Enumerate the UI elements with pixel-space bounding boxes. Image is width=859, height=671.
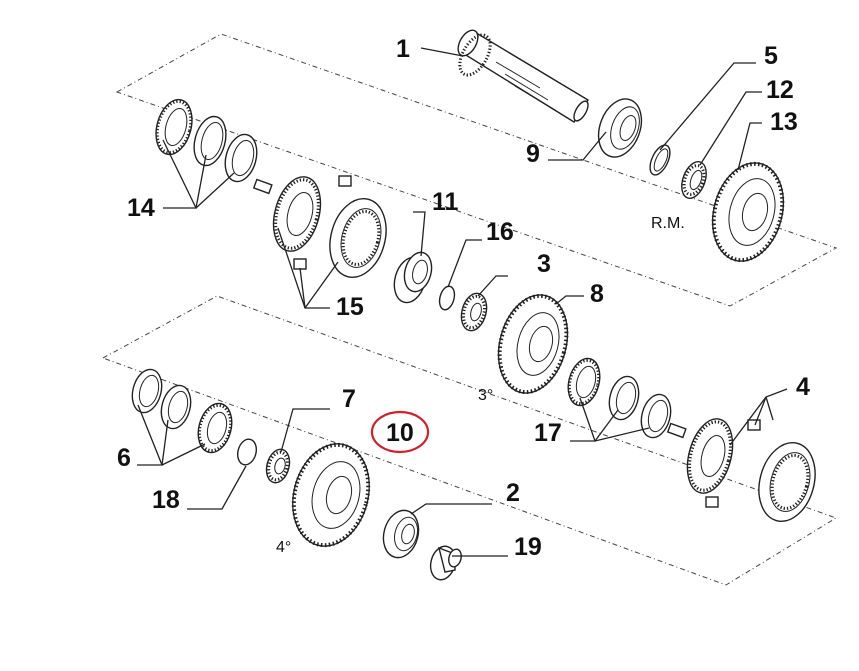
callout-3: 3 — [537, 250, 551, 278]
part-7-needle-bearing — [265, 448, 291, 484]
part-2-bearing — [382, 509, 420, 559]
part-16-circlip — [438, 285, 456, 311]
callout-12: 12 — [766, 76, 794, 104]
callout-10: 10 — [386, 419, 414, 447]
part-6-synchro-rings — [131, 368, 233, 454]
callout-11: 11 — [432, 188, 459, 216]
part-3-needle-bearing — [460, 292, 488, 332]
part-13-reverse-gear — [711, 161, 785, 263]
callout-15: 15 — [336, 293, 364, 321]
part-12-needle-bearing — [681, 161, 707, 199]
callout-7: 7 — [342, 385, 356, 413]
part-18-circlip — [236, 438, 258, 466]
callout-5: 5 — [764, 42, 778, 70]
highlight-circle — [370, 410, 430, 454]
label-reverse-gear: R.M. — [651, 215, 685, 232]
callout-13: 13 — [770, 108, 798, 136]
callout-17: 17 — [534, 419, 562, 447]
upper-assembly-outline — [115, 33, 838, 307]
lower-assembly-outline — [101, 295, 838, 586]
leader-lines — [137, 47, 788, 557]
part-14-synchro-rings — [155, 98, 258, 183]
callout-6: 6 — [117, 444, 131, 472]
callout-18: 18 — [152, 486, 180, 514]
part-10-fourth-gear — [291, 442, 371, 548]
part-4-synchro-hub — [666, 418, 816, 522]
part-1-shaft — [457, 29, 589, 123]
label-fourth-gear: 4° — [276, 539, 291, 556]
callout-4: 4 — [796, 373, 810, 401]
part-11-bush — [393, 251, 433, 304]
callout-8: 8 — [590, 280, 604, 308]
part-8-third-gear — [497, 293, 569, 395]
callout-9: 9 — [526, 140, 540, 168]
part-17-synchro-rings — [567, 357, 672, 439]
part-9-bearing — [597, 98, 643, 158]
callout-14: 14 — [127, 194, 155, 222]
part-19-bush — [429, 545, 462, 581]
part-15-synchro-hub — [252, 175, 387, 278]
callout-1: 1 — [396, 35, 410, 63]
callout-2: 2 — [506, 479, 520, 507]
label-third-gear: 3° — [478, 387, 493, 404]
callout-19: 19 — [514, 533, 542, 561]
part-5-snap-ring — [649, 144, 671, 176]
callout-16: 16 — [486, 218, 514, 246]
